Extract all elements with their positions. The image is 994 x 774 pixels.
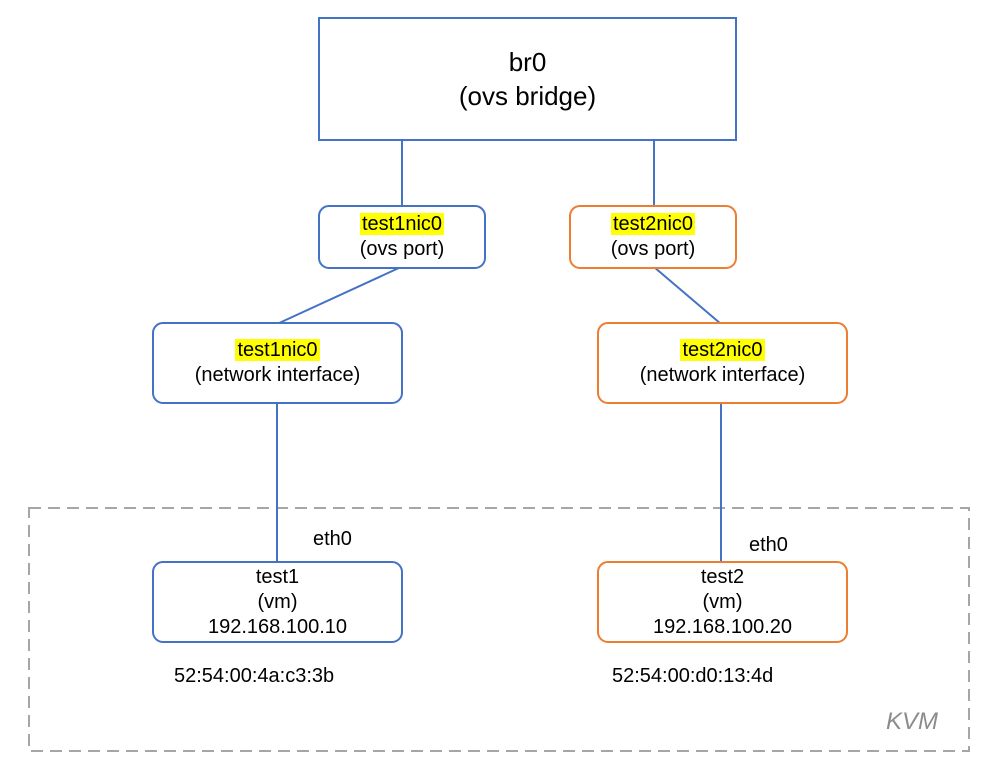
- iface1-name: test1nic0: [235, 339, 320, 361]
- bridge-node: br0 (ovs bridge): [318, 17, 737, 141]
- vm-test2: test2 (vm) 192.168.100.20: [597, 561, 848, 643]
- vm2-ip: 192.168.100.20: [652, 615, 793, 638]
- vm1-nic-label: eth0: [313, 528, 352, 550]
- vm1-mac-address: 52:54:00:4a:c3:3b: [174, 665, 335, 687]
- vm2-mac-address: 52:54:00:d0:13:4d: [612, 665, 774, 687]
- port2-type: (ovs port): [610, 238, 696, 260]
- vm1-name: test1: [255, 565, 300, 588]
- port2-name: test2nic0: [610, 213, 696, 235]
- iface1-type: (network interface): [194, 364, 361, 386]
- vm2-type: (vm): [702, 590, 743, 613]
- network-interface-test2nic0: test2nic0 (network interface): [597, 322, 848, 404]
- network-interface-test1nic0: test1nic0 (network interface): [152, 322, 403, 404]
- port1-name: test1nic0: [359, 213, 445, 235]
- port1-to-iface1-edge: [276, 266, 402, 325]
- kvm-host-boundary: [28, 507, 970, 752]
- iface2-type: (network interface): [639, 364, 806, 386]
- port2-to-iface2-edge: [653, 266, 722, 325]
- vm2-name: test2: [700, 565, 745, 588]
- kvm-host-label: KVM: [886, 708, 939, 735]
- bridge-name: br0: [508, 47, 547, 77]
- ovs-port-test2nic0: test2nic0 (ovs port): [569, 205, 737, 269]
- ovs-port-test1nic0: test1nic0 (ovs port): [318, 205, 486, 269]
- bridge-type: (ovs bridge): [458, 81, 597, 111]
- vm1-type: (vm): [257, 590, 298, 613]
- port1-type: (ovs port): [359, 238, 445, 260]
- vm1-ip: 192.168.100.10: [207, 615, 348, 638]
- vm-test1: test1 (vm) 192.168.100.10: [152, 561, 403, 643]
- vm2-nic-label: eth0: [749, 534, 788, 556]
- iface2-name: test2nic0: [680, 339, 765, 361]
